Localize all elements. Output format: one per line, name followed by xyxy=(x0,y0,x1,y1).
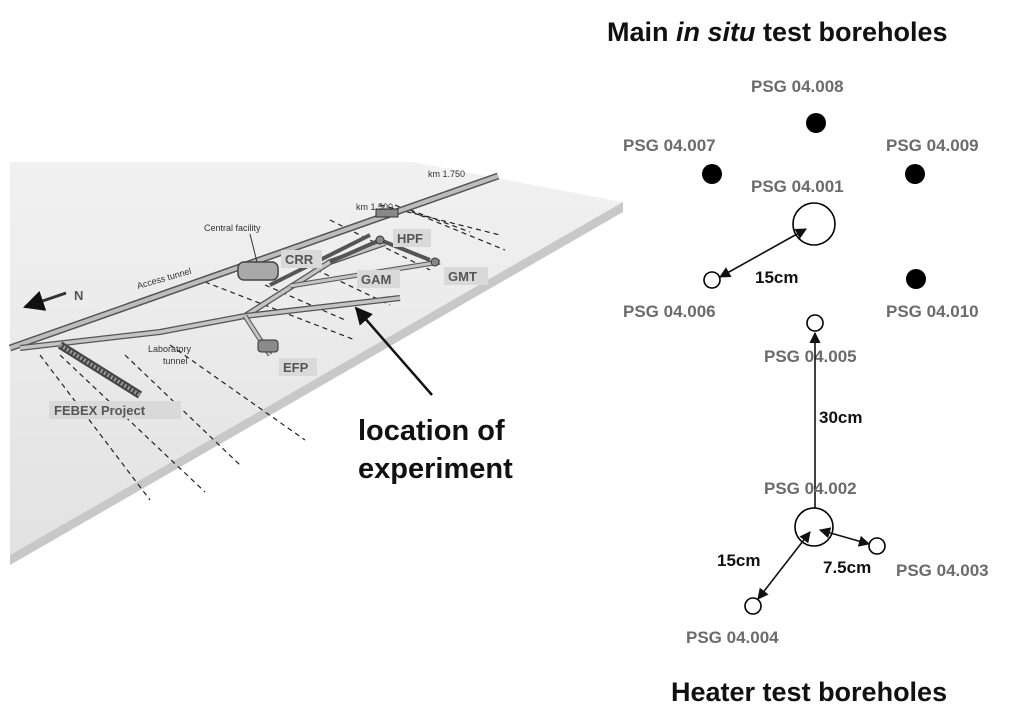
km-1750-label: km 1.750 xyxy=(428,169,465,179)
efp-label: EFP xyxy=(283,360,309,375)
km1500-block xyxy=(375,208,399,218)
slab-edge xyxy=(10,202,623,565)
borehole-001-label: PSG 04.001 xyxy=(751,177,844,196)
efp-equipment xyxy=(257,339,279,353)
hpf-label: HPF xyxy=(397,231,423,246)
borehole-008-marker xyxy=(806,113,826,133)
borehole-002-marker xyxy=(794,507,834,547)
borehole-010-label: PSG 04.010 xyxy=(886,302,979,321)
heater-title: Heater test boreholes xyxy=(671,677,947,707)
central-facility-label: Central facility xyxy=(204,223,261,233)
efp-tag-bg xyxy=(279,358,317,376)
location-pointer-arrow xyxy=(354,306,433,396)
febex-gallery xyxy=(57,341,143,399)
distance-label-002-004: 15cm xyxy=(717,551,760,570)
main-title: Main in situ test boreholes xyxy=(607,17,948,47)
distance-arrow-001-006 xyxy=(719,228,807,278)
distance-label-001-006: 15cm xyxy=(755,268,798,287)
borehole-010-marker xyxy=(906,269,926,289)
north-arrow-icon xyxy=(23,290,67,311)
distance-arrow-002-004 xyxy=(757,531,811,600)
gam-tag-bg xyxy=(357,270,400,288)
laboratory-tunnel-label-2: tunnel xyxy=(163,356,188,366)
crr-tag-bg xyxy=(281,250,322,268)
borehole-002-label: PSG 04.002 xyxy=(764,479,857,498)
borehole-006-marker xyxy=(703,271,721,289)
distance-label-002-003: 7.5cm xyxy=(823,558,871,577)
gmt-tag-bg xyxy=(444,267,488,285)
borehole-004-marker xyxy=(744,597,762,615)
borehole-004-label: PSG 04.004 xyxy=(686,628,779,647)
crr-label: CRR xyxy=(285,252,314,267)
borehole-006-label: PSG 04.006 xyxy=(623,302,716,321)
borehole-001-marker xyxy=(792,202,836,246)
gam-label: GAM xyxy=(361,272,391,287)
borehole-003-label: PSG 04.003 xyxy=(896,561,989,580)
borehole-007-marker xyxy=(702,164,722,184)
hpf-tag-bg xyxy=(393,229,431,247)
gmt-label: GMT xyxy=(448,269,477,284)
location-label-line1: location of xyxy=(358,415,505,447)
tunnel-map: N Access tunnel Laboratory tunnel km 1.7… xyxy=(8,162,623,565)
borehole-009-marker xyxy=(905,164,925,184)
borehole-005-marker xyxy=(806,314,824,332)
km-1500-label: km 1.500 xyxy=(356,202,393,212)
laboratory-tunnel-label-1: Laboratory xyxy=(148,344,192,354)
gmt-node xyxy=(430,257,440,267)
distance-label-005-002: 30cm xyxy=(819,408,862,427)
distance-arrow-002-003 xyxy=(818,527,871,547)
laboratory-tunnel xyxy=(19,233,441,357)
borehole-diagram: Main in situ test boreholes PSG 04.008 P… xyxy=(607,17,989,707)
febex-label: FEBEX Project xyxy=(54,403,146,418)
borehole-003-marker xyxy=(868,537,886,555)
borehole-007-label: PSG 04.007 xyxy=(623,136,716,155)
location-label-line2: experiment xyxy=(358,453,513,485)
febex-tag-bg xyxy=(49,401,181,419)
central-facility-block xyxy=(237,261,279,281)
borehole-009-label: PSG 04.009 xyxy=(886,136,979,155)
borehole-008-label: PSG 04.008 xyxy=(751,77,844,96)
central-facility-leader xyxy=(249,233,258,263)
borehole-005-label: PSG 04.005 xyxy=(764,347,857,366)
hpf-node xyxy=(375,235,385,245)
north-label: N xyxy=(74,288,83,303)
